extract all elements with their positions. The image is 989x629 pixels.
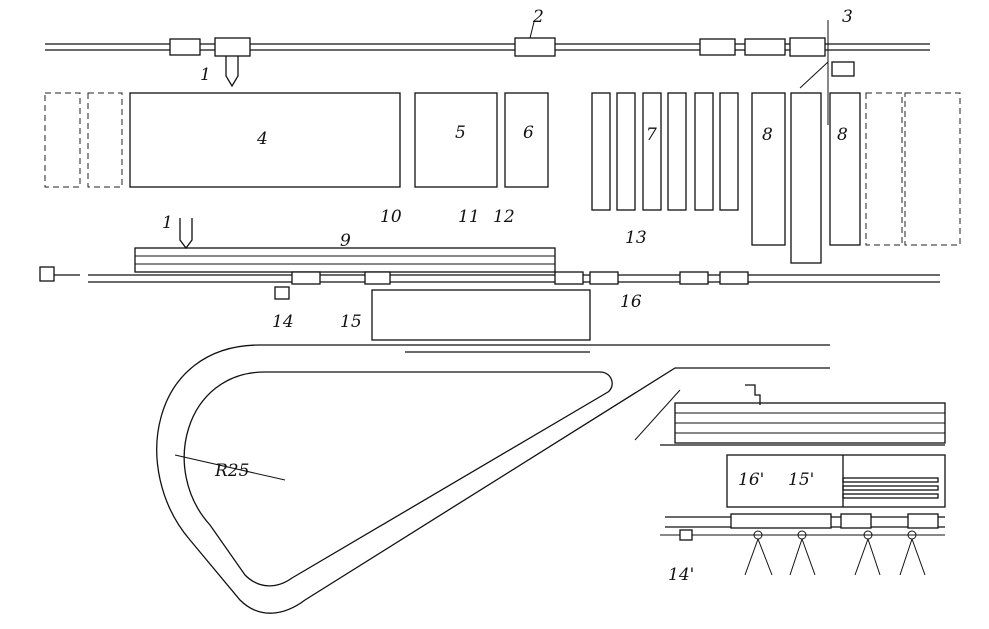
label-3: 3: [842, 7, 853, 27]
forming-racks: [39, 247, 940, 353]
label-8a: 8: [762, 125, 773, 145]
top-rail-track: [45, 20, 930, 125]
crane-bottom: [179, 218, 193, 250]
label-9: 9: [340, 231, 351, 251]
label-6: 6: [523, 123, 534, 143]
label-radius: R25: [214, 461, 249, 481]
label-crane-top: 1: [200, 65, 211, 85]
label-16-prime: 16': [738, 470, 764, 490]
label-2: 2: [532, 7, 544, 27]
label-crane-bottom: 1: [162, 213, 173, 233]
label-13: 13: [625, 228, 647, 248]
storage-blocks: [44, 92, 961, 264]
lower-right-section: [660, 384, 946, 576]
label-12: 12: [493, 207, 515, 227]
label-8b: 8: [837, 125, 848, 145]
label-10: 10: [380, 207, 402, 227]
crane-top: [225, 56, 239, 88]
label-16: 16: [620, 292, 642, 312]
loop-track: [156, 344, 830, 614]
label-11: 11: [458, 207, 480, 227]
label-5: 5: [455, 123, 466, 143]
label-14-prime: 14': [668, 565, 694, 585]
label-14: 14: [272, 312, 294, 332]
label-15-prime: 15': [788, 470, 814, 490]
label-7: 7: [646, 125, 657, 145]
label-15: 15: [340, 312, 362, 332]
label-4: 4: [256, 129, 268, 149]
